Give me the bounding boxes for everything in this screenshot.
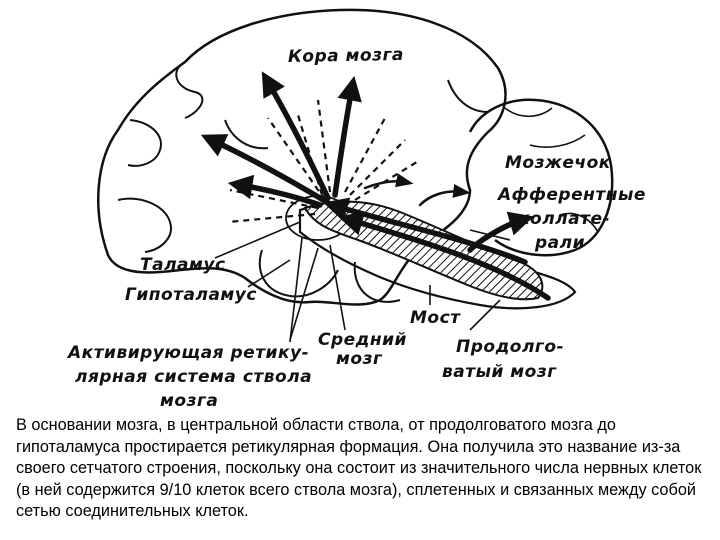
- brain-reticular-diagram: Кора мозга Мозжечок Афферентные коллате-…: [66, 8, 646, 410]
- label-thalamus: Таламус: [140, 255, 226, 275]
- leader-lines: [214, 221, 511, 343]
- label-medulla-1: Продолго-: [456, 337, 564, 357]
- label-midbrain-2: мозг: [336, 349, 383, 369]
- ascending-arrows: [200, 71, 551, 301]
- label-afferent-1: Афферентные: [496, 185, 646, 205]
- label-pons: Мост: [410, 308, 461, 328]
- label-hypothalamus: Гипоталамус: [125, 285, 257, 305]
- label-cortex: Кора мозга: [288, 45, 404, 67]
- label-medulla-2: ватый мозг: [442, 362, 557, 382]
- label-cerebellum: Мозжечок: [505, 153, 611, 173]
- diffuse-projections: [227, 99, 421, 224]
- reticular-formation: [303, 200, 544, 301]
- label-midbrain-1: Средний: [318, 330, 407, 350]
- label-afferent-3: рали: [534, 233, 585, 253]
- label-afferent-2: коллате-: [518, 209, 610, 229]
- figure-caption: В основании мозга, в центральной области…: [16, 416, 702, 521]
- cerebellum-outline: [468, 98, 614, 257]
- label-ras-1: Активирующая ретику-: [66, 343, 309, 363]
- label-ras-2: лярная система ствола: [75, 367, 312, 387]
- label-ras-3: мозга: [160, 391, 218, 410]
